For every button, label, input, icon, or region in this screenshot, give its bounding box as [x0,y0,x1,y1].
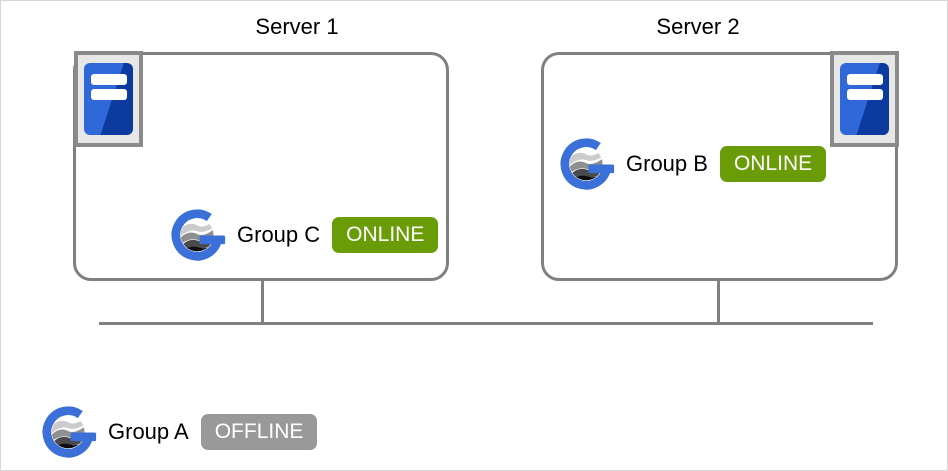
tower-drive-bay [847,74,883,85]
tower-body [840,63,889,135]
group-row-a: Group A OFFLINE [42,404,318,460]
server1-title: Server 1 [255,14,339,39]
server-tower-icon [74,51,143,147]
tower-drive-bay [847,89,883,100]
group-a-label: Group A [108,419,189,444]
tower-body [84,63,133,135]
network-bus-line [99,322,873,325]
group-row-c: Group C ONLINE [171,207,439,263]
server2-connector-line [717,280,720,325]
group-g-logo-icon [560,136,618,192]
group-b-status-badge: ONLINE [719,146,827,182]
group-b-label: Group B [626,151,708,176]
group-row-b: Group B ONLINE [560,136,827,192]
group-g-logo-icon [171,207,229,263]
server1-connector-line [261,280,264,325]
group-c-status-badge: ONLINE [332,217,439,253]
tower-drive-bay [91,89,127,100]
group-c-label: Group C [237,222,321,247]
group-g-logo-icon [42,404,100,460]
server2-title: Server 2 [656,14,740,39]
server-tower-icon [830,51,899,147]
tower-drive-bay [91,74,127,85]
group-a-status-badge: OFFLINE [200,414,318,450]
